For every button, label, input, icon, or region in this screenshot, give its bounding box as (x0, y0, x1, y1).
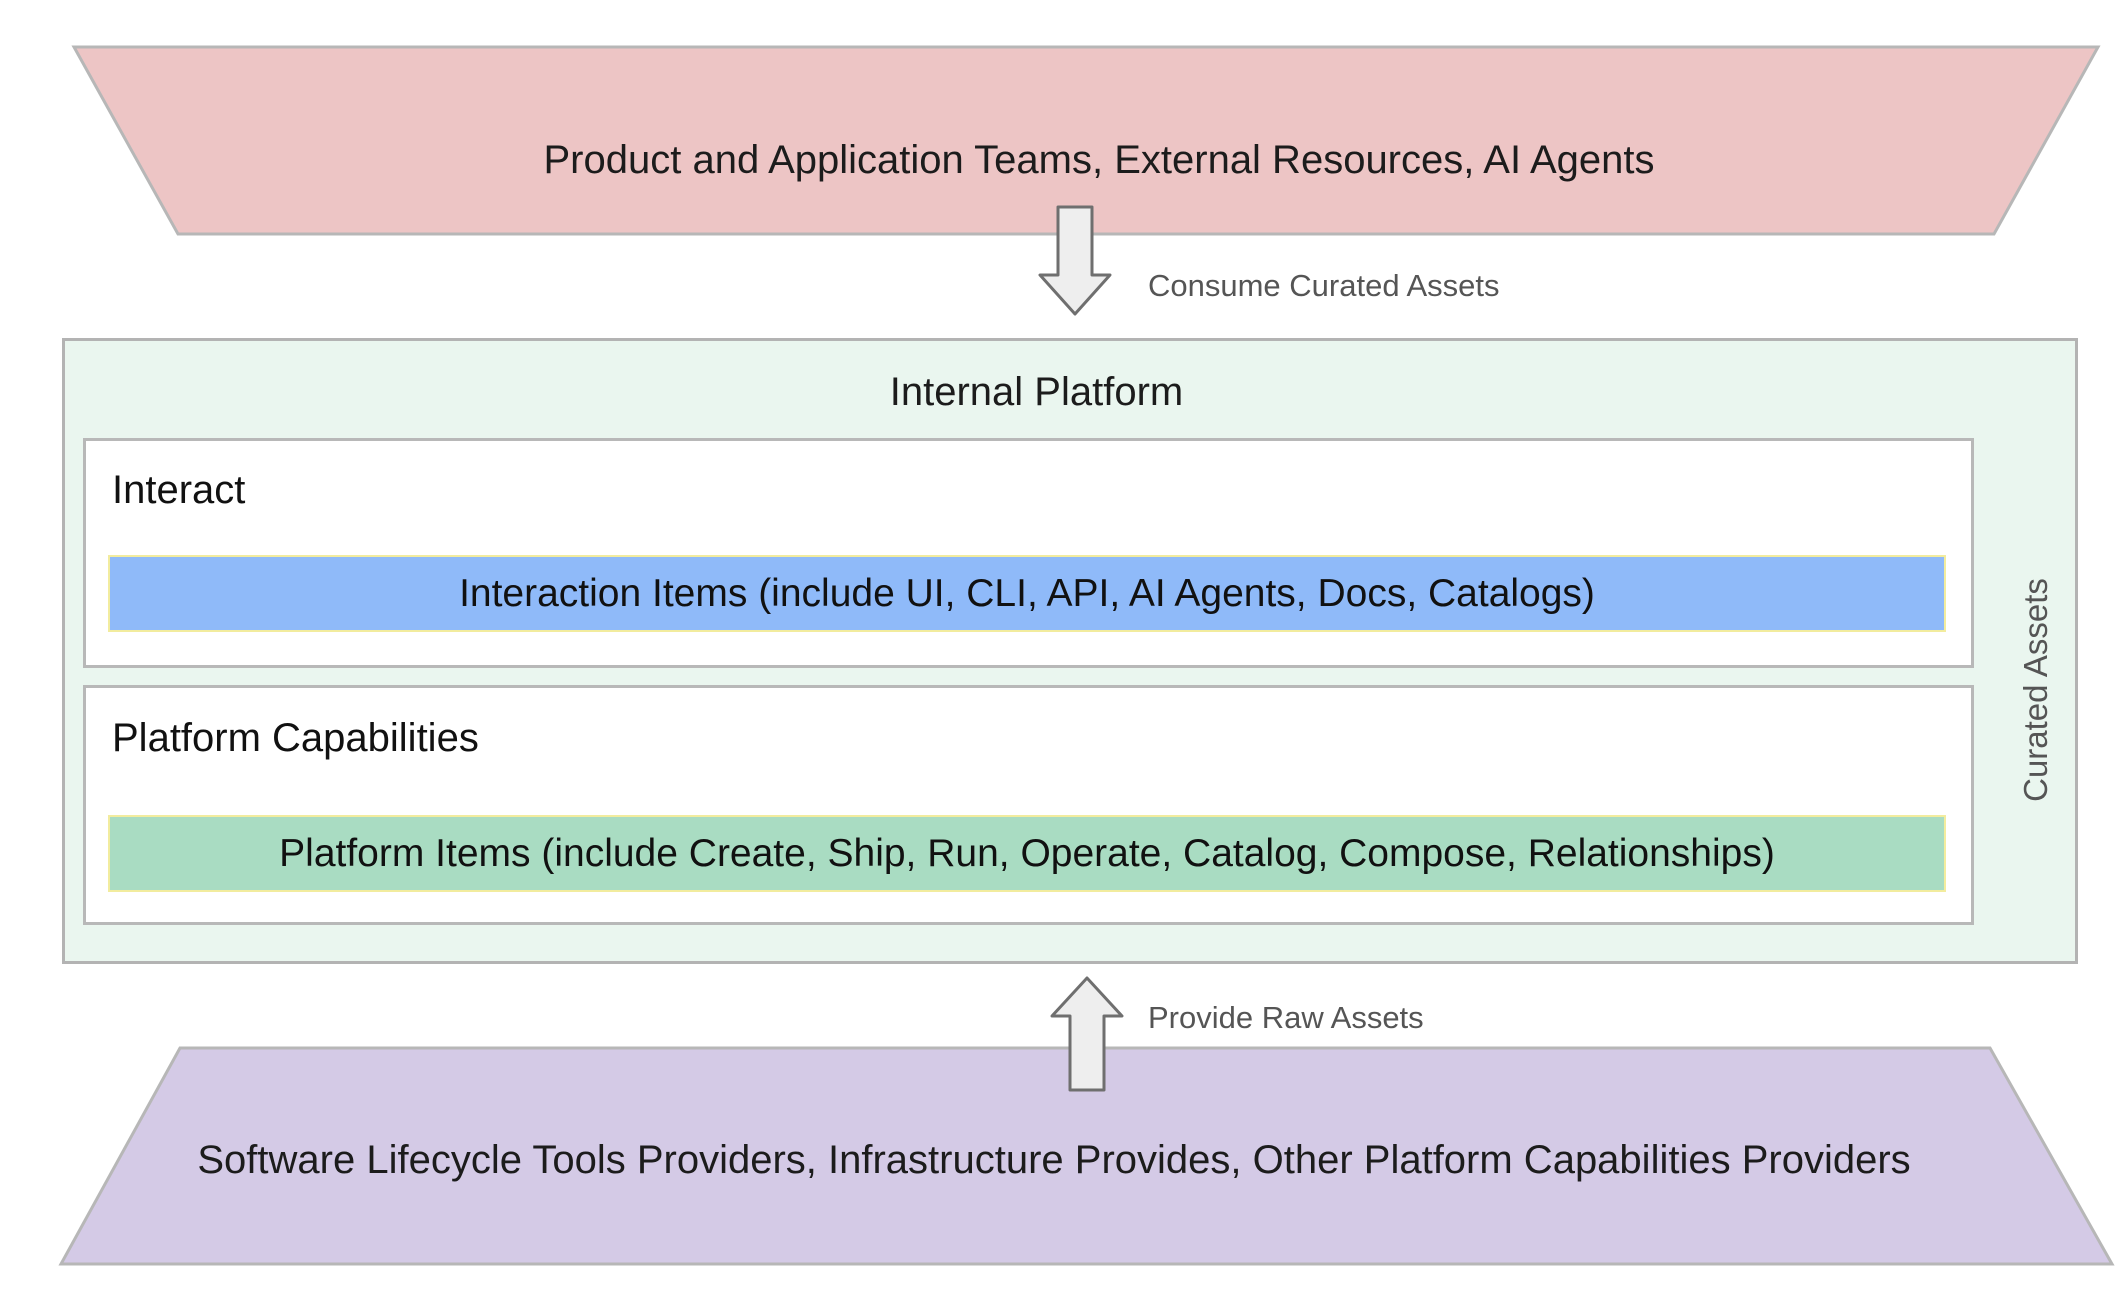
platform-items-bar: Platform Items (include Create, Ship, Ru… (108, 815, 1946, 892)
provide-arrow-icon (1050, 976, 1124, 1092)
provide-arrow-label: Provide Raw Assets (1148, 1000, 1424, 1035)
capabilities-layer-title: Platform Capabilities (112, 716, 479, 760)
consume-arrow-icon (1038, 205, 1112, 316)
bottom-band-label: Software Lifecycle Tools Providers, Infr… (197, 1138, 1911, 1182)
interaction-items-bar: Interaction Items (include UI, CLI, API,… (108, 555, 1946, 632)
bottom-band-shape (58, 1046, 2115, 1266)
platform-title: Internal Platform (889, 370, 1184, 414)
consume-arrow-label: Consume Curated Assets (1148, 268, 1500, 303)
interact-layer-title: Interact (112, 468, 246, 512)
top-band-shape (71, 45, 2101, 236)
top-band-label: Product and Application Teams, External … (543, 138, 1655, 182)
